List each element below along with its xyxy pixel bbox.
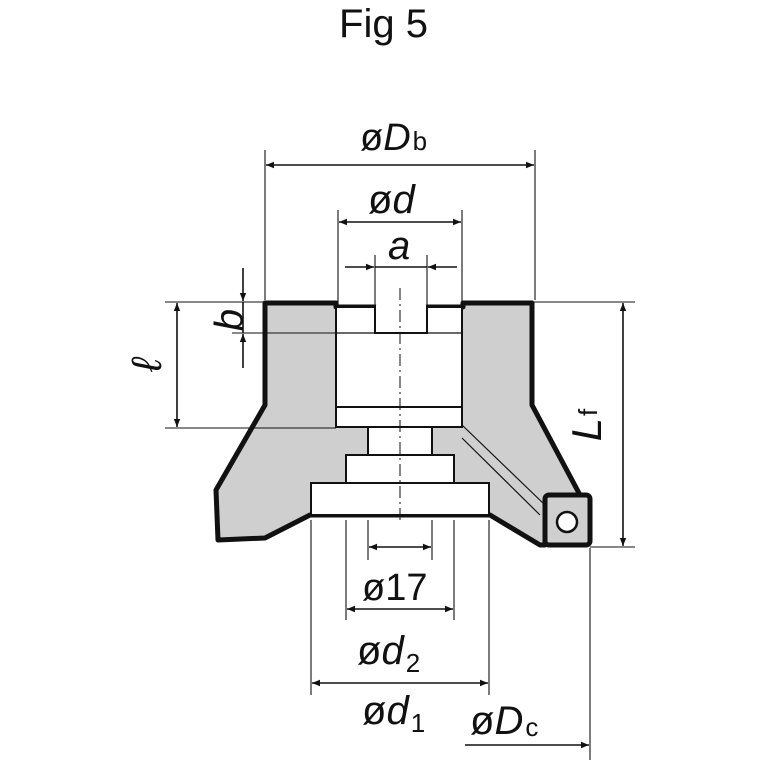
insert-pocket-line <box>461 424 546 516</box>
label-b: b <box>208 309 252 331</box>
label-d: ød <box>368 178 416 222</box>
bore-ring <box>335 406 463 428</box>
figure-title: Fig 5 <box>339 2 428 46</box>
label-db: øDb <box>360 117 427 159</box>
keyway-outline <box>374 307 428 334</box>
label-d1: ød1 <box>362 689 425 738</box>
insert-screw <box>555 510 579 534</box>
label-bore-17: ø17 <box>362 567 427 609</box>
label-dc: øDc <box>470 699 538 743</box>
label-lf: Lf <box>563 408 610 441</box>
label-a: a <box>388 224 410 268</box>
label-l: ℓ <box>123 356 170 373</box>
label-d2: ød2 <box>357 629 420 678</box>
